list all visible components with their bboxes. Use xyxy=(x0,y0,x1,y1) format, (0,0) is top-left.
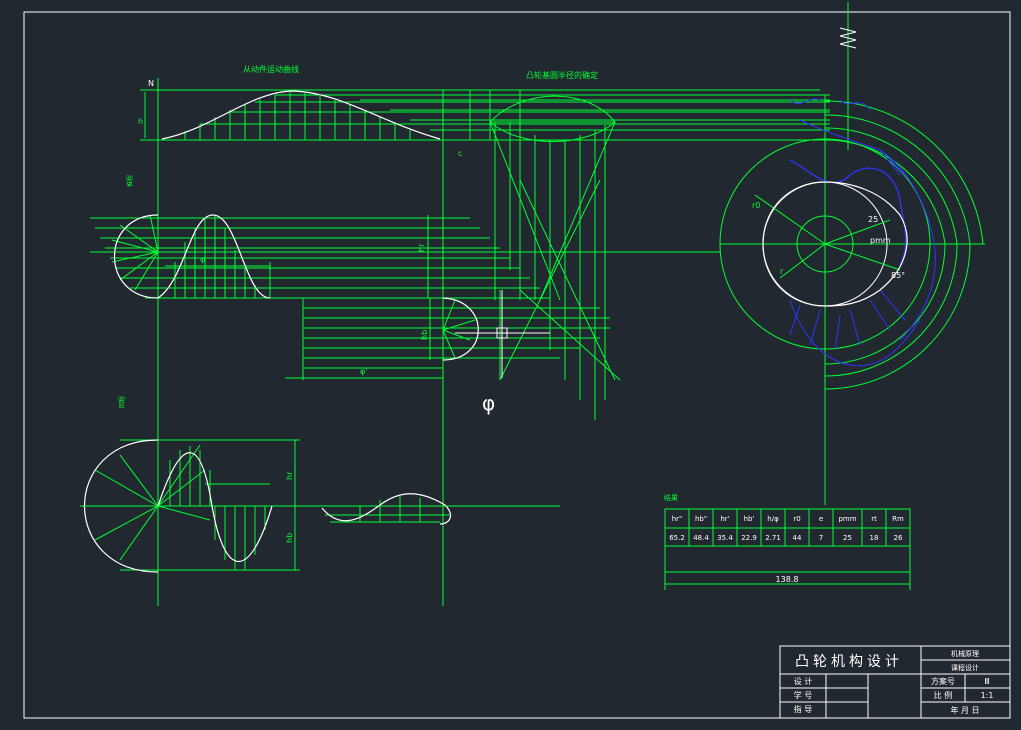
crosshair-cursor[interactable] xyxy=(455,290,550,378)
phi-prime-arc xyxy=(442,297,479,361)
row-design-label: 设 计 xyxy=(794,676,813,686)
results-header-cell: pmm xyxy=(838,515,856,523)
drawing-title: 凸轮机构设计 xyxy=(795,654,903,670)
push-sine-curve xyxy=(157,214,271,299)
phi-prime-group xyxy=(280,289,621,381)
mark-phi: φ xyxy=(200,255,205,264)
drawing-border xyxy=(23,11,1011,719)
results-value-cell: 65.2 xyxy=(669,534,685,542)
follower-curve-label: 从动件运动曲线 xyxy=(243,64,299,74)
mark-r: r xyxy=(780,267,784,276)
results-header-cell: h/φ xyxy=(767,515,779,523)
small-return-curve xyxy=(321,493,452,525)
cam-pitch-profile xyxy=(762,181,908,307)
course-line-2: 课程设计 xyxy=(951,663,979,672)
results-header-cell: Rm xyxy=(892,515,904,523)
results-value-cell: 7 xyxy=(819,534,823,542)
mark-pmm: pmm xyxy=(870,236,891,245)
return-base-arc xyxy=(84,439,159,573)
results-value-cell: 25 xyxy=(843,534,852,542)
mark-hb-vertical: hb xyxy=(420,330,429,340)
results-header-cell: hb' xyxy=(744,515,755,523)
course-line-1: 机械原理 xyxy=(951,649,979,658)
section-mark-n: N xyxy=(148,79,154,88)
results-total-width: 138.8 xyxy=(776,575,799,584)
mark-c: c xyxy=(458,149,462,158)
push-base-arc xyxy=(114,214,159,299)
results-value-cell: 48.4 xyxy=(693,534,709,542)
results-header-cell: e xyxy=(819,515,823,523)
mark-phi-prime: φ' xyxy=(360,367,367,376)
results-table-grid xyxy=(664,508,911,590)
small-return-curve-group xyxy=(320,496,450,523)
mark-hr-vertical: hr xyxy=(417,243,426,252)
scheme-label: 方案号 xyxy=(931,676,955,686)
scheme-value: Ⅲ xyxy=(984,677,990,686)
left-mark-return: 回程 xyxy=(118,396,126,408)
mark-25: 25 xyxy=(868,215,878,224)
bottom-mark-hb: hb xyxy=(285,533,294,543)
push-displacement-group xyxy=(90,214,720,299)
results-value-cell: 44 xyxy=(793,534,802,542)
follower-curve-line xyxy=(161,90,441,140)
mark-h: h xyxy=(138,117,143,126)
results-header-cell: hb" xyxy=(695,515,707,523)
results-value-cell: 2.71 xyxy=(765,534,781,542)
results-header-cell: rt xyxy=(871,515,877,523)
mark-85: 85° xyxy=(891,271,905,280)
left-mark-push: 推程 xyxy=(126,175,134,187)
base-radius-construction xyxy=(489,95,616,420)
results-header-cell: hr' xyxy=(720,515,729,523)
results-header-cell: r0 xyxy=(793,515,800,523)
title-block-grid xyxy=(779,645,1011,719)
results-values: 65.2 48.4 35.4 22.9 2.71 44 7 25 18 26 xyxy=(669,534,903,542)
scale-label: 比 例 xyxy=(934,690,953,700)
results-header-cell: hr" xyxy=(672,515,683,523)
results-headers: hr" hb" hr' hb' h/φ r0 e pmm rt Rm xyxy=(672,515,904,523)
follower-motion-curve-group xyxy=(140,78,830,606)
cam-profile-group xyxy=(719,2,985,505)
return-sine-curve xyxy=(157,452,273,563)
cam-radius-label: 凸轮基圆半径的确定 xyxy=(526,70,598,80)
bottom-mark-hr: hr xyxy=(285,471,294,480)
results-value-cell: 35.4 xyxy=(717,534,733,542)
row-student-id-label: 学 号 xyxy=(794,690,813,700)
mark-phi-symbol: φ xyxy=(482,391,495,415)
results-value-cell: 22.9 xyxy=(741,534,757,542)
scale-value: 1:1 xyxy=(981,691,994,700)
row-guide-label: 指 导 xyxy=(794,704,813,714)
results-value-cell: 18 xyxy=(870,534,879,542)
results-table-title: 结果 xyxy=(664,493,678,502)
mark-r0: r0 xyxy=(752,201,760,210)
return-displacement-group xyxy=(80,439,560,571)
date-label: 年 月 日 xyxy=(950,705,979,715)
results-value-cell: 26 xyxy=(894,534,903,542)
